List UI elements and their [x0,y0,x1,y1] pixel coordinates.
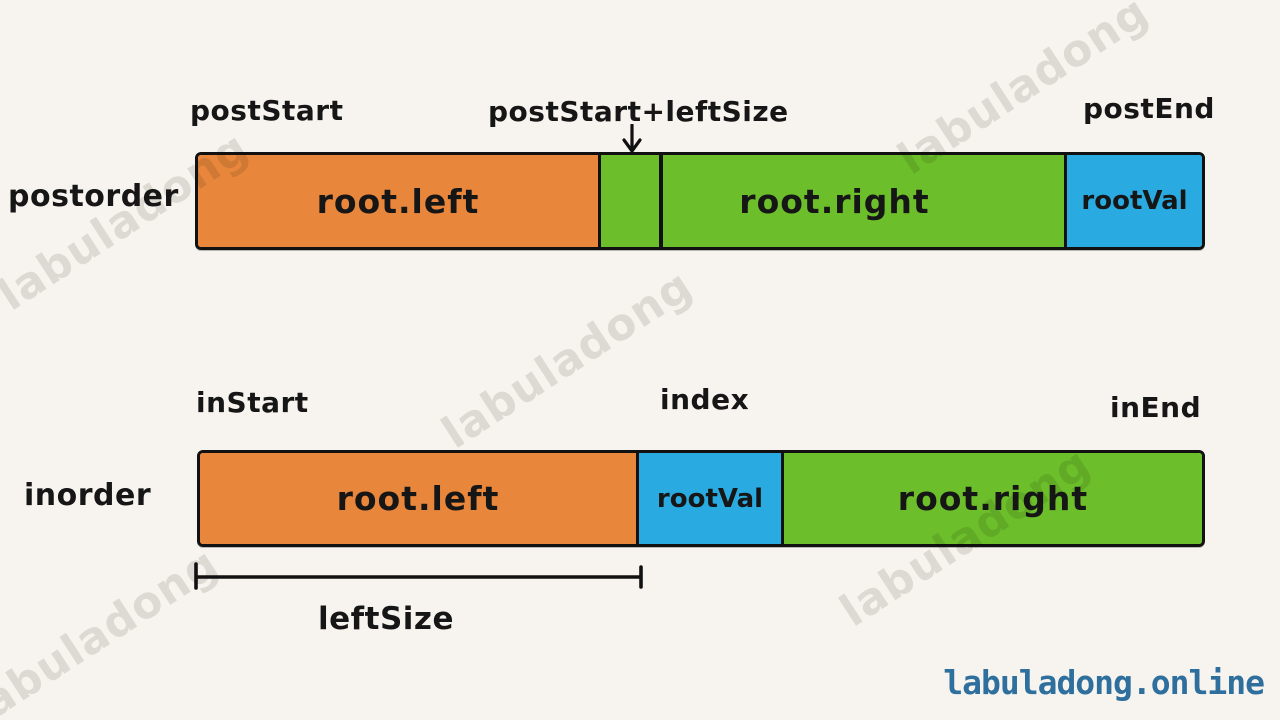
inorder-segment-root-right: root.right [781,453,1202,544]
range-bracket-icon [194,562,643,590]
inorder-row-label: inorder [24,478,152,513]
leftsize-label: leftSize [318,601,454,637]
postorder-array-bar: root.left root.right rootVal [195,152,1205,250]
postorder-segment-left-gap [598,155,663,247]
watermark-text: labuladong [433,259,702,460]
postorder-segment-root-right: root.right [663,155,1064,247]
inorder-segment-root-val: rootVal [636,453,781,544]
inorder-array-bar: root.left rootVal root.right [197,450,1205,547]
postorder-segment-root-val: rootVal [1064,155,1202,247]
postorder-segment-root-left: root.left [198,155,598,247]
pointer-label-instart: inStart [196,386,309,419]
pointer-label-postend: postEnd [1083,92,1215,125]
pointer-label-inend: inEnd [1110,391,1202,424]
pointer-label-index: index [660,383,750,416]
segment-label: root.right [739,181,930,221]
site-url-footer: labuladong.online [943,663,1265,702]
segment-label: rootVal [656,483,764,514]
pointer-label-poststart-plus-leftsize: postStart+leftSize [488,95,789,128]
postorder-row-label: postorder [8,179,179,214]
pointer-label-poststart: postStart [190,94,344,127]
down-arrow-icon [622,124,642,153]
inorder-segment-root-left: root.left [200,453,636,544]
segment-label: rootVal [1081,186,1188,216]
